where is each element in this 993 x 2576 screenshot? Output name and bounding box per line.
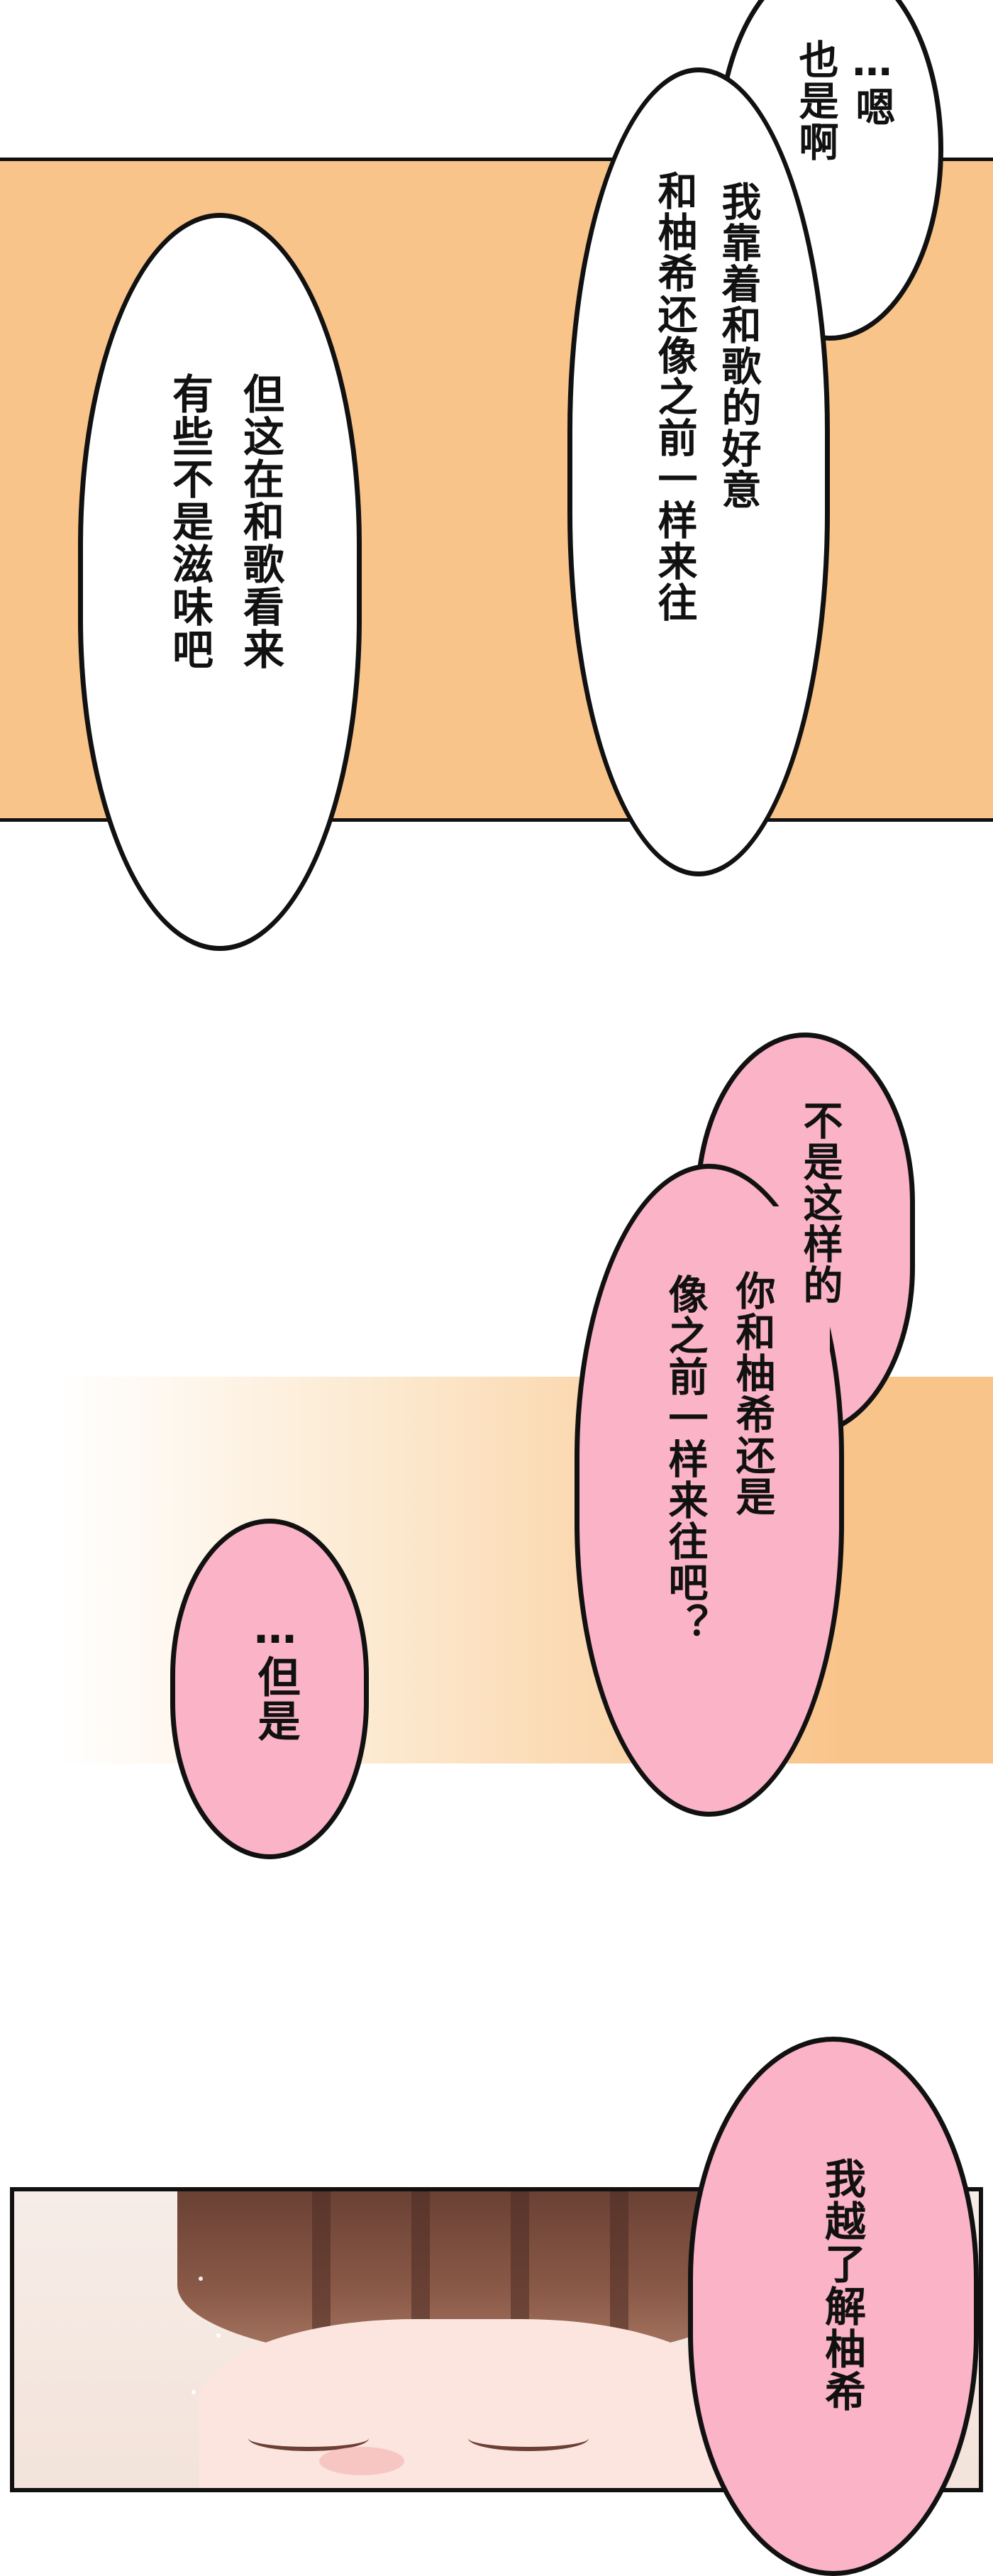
speech-bubble-3 [78,213,362,951]
character-face [199,2319,738,2488]
orange-gradient-band [0,1377,993,1763]
speech-bubble-4-joint [709,1206,830,1391]
blush-left [319,2447,404,2475]
bubble-2-line-2: 和柚希还像之前一样来往 [651,170,697,623]
closed-eye-left [248,2426,369,2451]
closed-eye-right [468,2426,589,2451]
bubble-4-line-2: 你和柚希还是 [729,1270,775,1517]
bubble-3-line-1: 但这在和歌看来 [236,373,284,671]
bubble-4-line-3: 像之前一样来往吧？ [662,1274,708,1644]
bubble-1-line-1: …嗯 [849,39,895,128]
bubble-3-line-2: 有些不是滋味吧 [165,373,213,671]
bubble-5-line-1: …但是 [250,1604,300,1743]
speech-bubble-5 [170,1519,369,1859]
bubble-4-line-1: 不是这样的 [797,1100,843,1306]
bubble-6-line-1: 我越了解柚希 [818,2157,866,2413]
sparkle [216,2333,221,2338]
sparkle [199,2277,203,2281]
speech-bubble-2 [567,67,830,876]
bubble-1-line-2: 也是啊 [792,39,838,163]
sparkle [192,2390,196,2394]
bubble-2-line-1: 我靠着和歌的好意 [715,181,761,510]
